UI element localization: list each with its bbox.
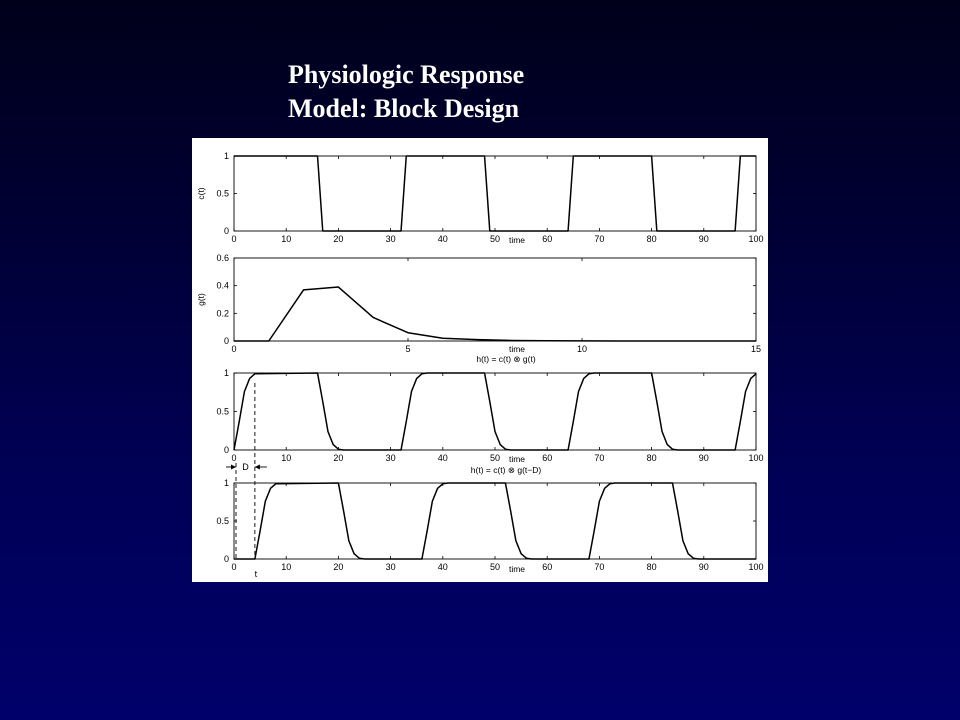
chart-panel-1: 0 10 20 30 40 50 60 70 80 90 100 0 0.5 1 time c(t) xyxy=(196,151,764,245)
x-axis-label: time xyxy=(509,454,525,464)
x-tick-label: 30 xyxy=(386,234,396,244)
plot-frame xyxy=(233,257,757,342)
x-tick-label: 0 xyxy=(231,344,236,354)
delay-arrowhead-right xyxy=(254,464,260,470)
series-line-1 xyxy=(234,482,756,560)
x-tick-label: 10 xyxy=(281,453,291,463)
x-axis-label: time xyxy=(509,235,525,245)
x-axis-label: time xyxy=(509,564,525,574)
delay-label: D xyxy=(242,462,249,472)
x-tick-label: 100 xyxy=(748,453,763,463)
chart-panel-3: 0 10 20 30 40 50 60 70 80 90 100 0 0.5 1 time h(t) = c(… xyxy=(216,354,763,464)
x-tick-label: 40 xyxy=(438,453,448,463)
slide-title-line-2: Model: Block Design xyxy=(288,94,520,123)
x-tick-label: 80 xyxy=(647,562,657,572)
x-tick-label: 90 xyxy=(699,453,709,463)
y-axis-label: g(t) xyxy=(196,293,206,306)
y-tick-label: 0 xyxy=(224,336,229,346)
panel-formula-label: h(t) = c(t) ⊗ g(t) xyxy=(476,354,535,364)
x-tick-label: 50 xyxy=(490,562,500,572)
x-tick-label: 40 xyxy=(438,234,448,244)
x-tick-label: 80 xyxy=(647,234,657,244)
delay-arrowhead-left xyxy=(231,464,236,470)
x-tick-label: 60 xyxy=(542,234,552,244)
x-tick-label: 50 xyxy=(490,234,500,244)
plot-frame xyxy=(233,482,757,560)
x-tick-label: 90 xyxy=(699,562,709,572)
y-tick-label: 0.6 xyxy=(216,253,229,263)
x-tick-label: 30 xyxy=(386,453,396,463)
plot-frame xyxy=(233,372,757,451)
y-tick-label: 1 xyxy=(224,478,229,488)
series-line-1 xyxy=(234,286,756,342)
onset-t-label: t xyxy=(255,569,258,579)
y-tick-label: 1 xyxy=(224,151,229,161)
x-tick-label: 80 xyxy=(647,453,657,463)
x-tick-label: 15 xyxy=(751,344,761,354)
x-tick-label: 10 xyxy=(281,562,291,572)
plot-frame xyxy=(233,155,757,232)
x-tick-label: 20 xyxy=(333,453,343,463)
y-tick-label: 0 xyxy=(224,445,229,455)
x-tick-label: 5 xyxy=(405,344,410,354)
chart-panel-2: 0 5 10 15 0 0.2 0.4 0.6 time g(t) xyxy=(196,253,761,354)
x-tick-label: 0 xyxy=(231,453,236,463)
x-axis-label: time xyxy=(509,344,525,354)
y-tick-label: 1 xyxy=(224,368,229,378)
x-tick-label: 10 xyxy=(577,344,587,354)
slide-title: Physiologic Response Model: Block Design xyxy=(288,58,708,126)
y-tick-label: 0 xyxy=(224,554,229,564)
series-line-1 xyxy=(234,155,756,232)
x-tick-label: 30 xyxy=(386,562,396,572)
y-tick-label: 0.4 xyxy=(216,281,229,291)
x-tick-label: 60 xyxy=(542,453,552,463)
y-axis-label: c(t) xyxy=(196,187,206,199)
series-line-1 xyxy=(233,372,757,451)
x-tick-label: 70 xyxy=(594,562,604,572)
x-tick-label: 0 xyxy=(231,234,236,244)
x-tick-label: 0 xyxy=(231,562,236,572)
y-tick-label: 0 xyxy=(224,226,229,236)
slide-title-line-1: Physiologic Response xyxy=(288,60,525,89)
y-tick-label: 0.5 xyxy=(216,189,229,199)
x-tick-label: 70 xyxy=(594,234,604,244)
x-tick-label: 90 xyxy=(699,234,709,244)
x-tick-label: 50 xyxy=(490,453,500,463)
panel-formula-label: h(t) = c(t) ⊗ g(t−D) xyxy=(471,465,542,475)
x-tick-label: 40 xyxy=(438,562,448,572)
x-tick-label: 100 xyxy=(748,234,763,244)
x-tick-label: 20 xyxy=(333,234,343,244)
x-tick-label: 20 xyxy=(333,562,343,572)
x-tick-label: 60 xyxy=(542,562,552,572)
x-tick-label: 100 xyxy=(748,562,763,572)
y-tick-label: 0.5 xyxy=(216,516,229,526)
y-tick-label: 0.5 xyxy=(216,407,229,417)
x-tick-label: 10 xyxy=(281,234,291,244)
x-tick-label: 70 xyxy=(594,453,604,463)
y-tick-label: 0.2 xyxy=(216,308,229,318)
